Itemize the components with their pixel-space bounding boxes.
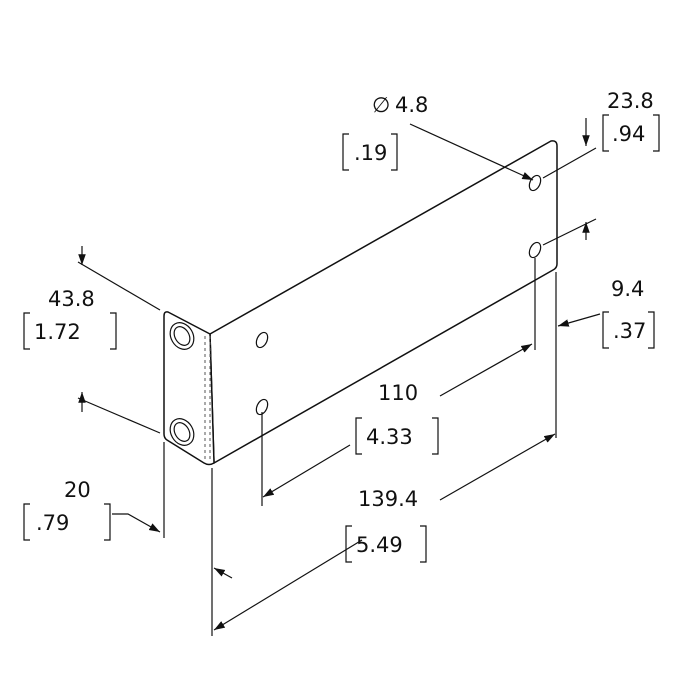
- flange-height-in: 1.72: [34, 320, 81, 344]
- diameter-symbol: ∅: [372, 93, 390, 117]
- hole-diameter-mm: 4.8: [395, 93, 428, 117]
- hole-offset-edge-in: .37: [613, 319, 646, 343]
- overall-length-mm: 139.4: [358, 487, 418, 511]
- hole-diameter-in: .19: [354, 141, 387, 165]
- dimension-lines: [77, 118, 601, 636]
- mount-slot: [169, 322, 195, 350]
- hole: [528, 174, 542, 192]
- hole-offset-edge-mm: 9.4: [611, 277, 644, 301]
- front-flange: [163, 311, 215, 466]
- inch-brackets: [23, 114, 660, 563]
- hole-spacing-in: 4.33: [366, 425, 413, 449]
- hole: [255, 398, 269, 416]
- flange-height-mm: 43.8: [48, 287, 95, 311]
- flange-depth-in: .79: [36, 511, 69, 535]
- overall-length-in: 5.49: [356, 533, 403, 557]
- back-plate: [209, 140, 558, 464]
- bracket-part: [163, 140, 558, 466]
- hole-offset-top-mm: 23.8: [607, 89, 654, 113]
- mount-slot: [169, 418, 195, 446]
- hole: [255, 331, 269, 349]
- hole-spacing-mm: 110: [378, 381, 418, 405]
- hole: [528, 241, 542, 259]
- hole-offset-top-in: .94: [612, 122, 645, 146]
- flange-depth-mm: 20: [64, 478, 91, 502]
